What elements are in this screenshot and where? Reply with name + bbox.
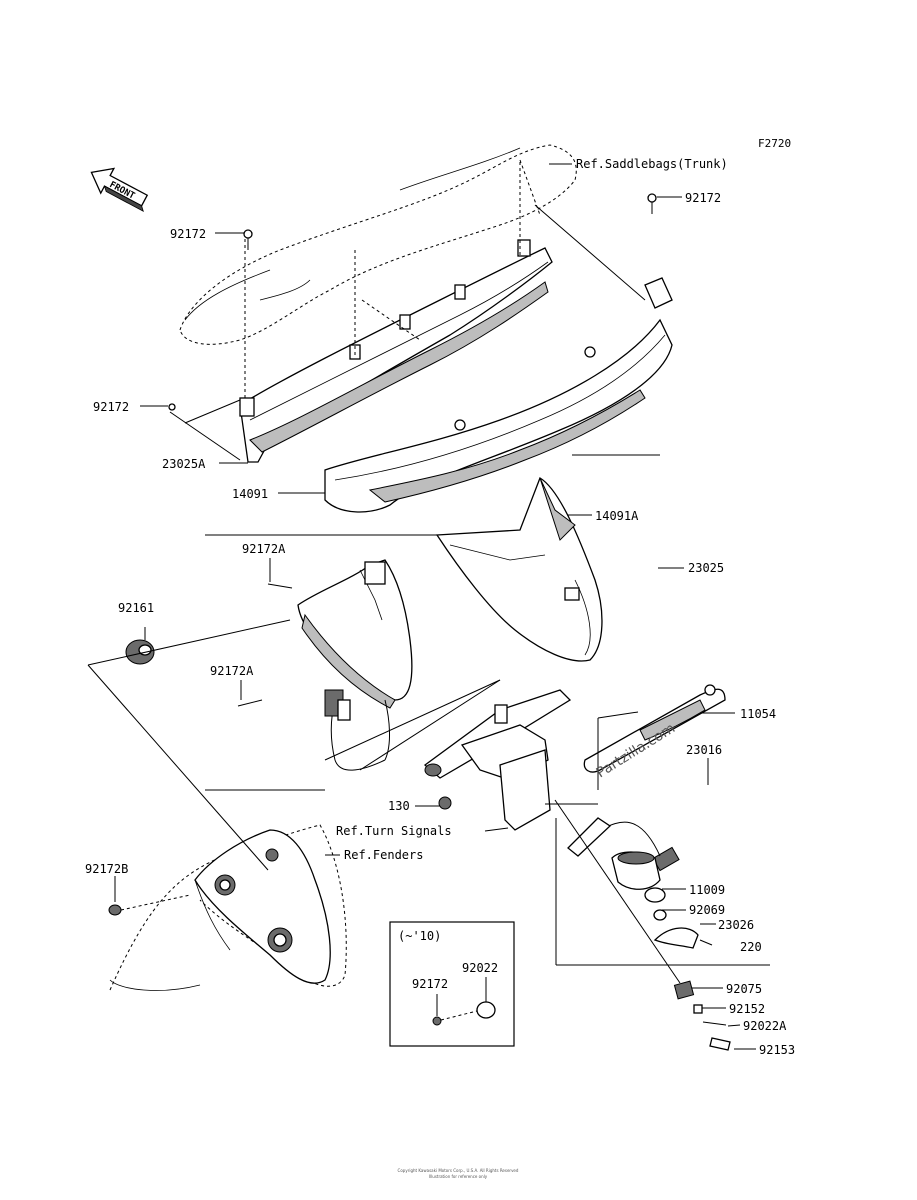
footer-copyright-line1: Copyright Kawasaki Motors Corp., U.S.A. …: [398, 1168, 519, 1173]
lamp-housing-11009: [611, 851, 713, 949]
bolt-92172-inset: [432, 1016, 442, 1026]
callout-92075: 92075: [726, 982, 762, 996]
ref-saddlebags: Ref.Saddlebags(Trunk): [576, 157, 728, 171]
callout-92172-left: 92172: [93, 400, 129, 414]
lens-14091A: [435, 477, 603, 662]
callout-92153: 92153: [759, 1043, 795, 1057]
bolt-92172B: [108, 894, 191, 916]
saddlebag-reference-outline: [179, 144, 577, 345]
lens-14091: [324, 277, 673, 513]
bracket-hardware-lower: [554, 799, 731, 1051]
ref-turn-signals: Ref.Turn Signals: [336, 824, 452, 838]
fender-reference: [109, 824, 347, 991]
washer-92022: [476, 1001, 496, 1019]
callout-130: 130: [388, 799, 410, 813]
callout-92172B: 92172B: [85, 862, 128, 876]
callout-92069: 92069: [689, 903, 725, 917]
bolts-92172: [168, 193, 657, 411]
inset-label-92172: 92172: [412, 977, 448, 991]
ref-fenders: Ref.Fenders: [344, 848, 423, 862]
callout-92172A-top: 92172A: [242, 542, 286, 556]
callout-92172-top-right: 92172: [685, 191, 721, 205]
callout-14091: 14091: [232, 487, 268, 501]
callout-220: 220: [740, 940, 762, 954]
grommet-92161: [125, 639, 155, 665]
footer-copyright-line2: Illustration for reference only: [429, 1174, 488, 1179]
callout-92172-top-left: 92172: [170, 227, 206, 241]
callout-23026: 23026: [718, 918, 754, 932]
plate-bracket-assembly: [297, 559, 413, 709]
callout-11054: 11054: [740, 707, 776, 721]
inset-title: (~'10): [398, 929, 441, 943]
license-bracket-frame: [423, 689, 572, 831]
callout-92161: 92161: [118, 601, 154, 615]
callout-11009: 11009: [689, 883, 725, 897]
callout-23016: 23016: [686, 743, 722, 757]
bolt-92172A-upper: [267, 583, 293, 589]
callout-92172A-bottom: 92172A: [210, 664, 254, 678]
leader-lines: [87, 163, 770, 1050]
figure-code: F2720: [758, 137, 791, 150]
callout-23025A: 23025A: [162, 457, 206, 471]
callout-23025: 23025: [688, 561, 724, 575]
inset-label-92022: 92022: [462, 961, 498, 975]
callout-92022A: 92022A: [743, 1019, 787, 1033]
plate-light-11054: [583, 684, 726, 773]
callout-14091A: 14091A: [595, 509, 639, 523]
callout-92152: 92152: [729, 1002, 765, 1016]
bolt-92172A-lower: [237, 699, 263, 707]
nut-130: [438, 796, 452, 810]
socket-23016: [567, 817, 680, 872]
lower-housing-23025A: [239, 159, 553, 463]
wiring-harness: [324, 689, 390, 771]
front-arrow-icon: FRONT: [90, 167, 149, 213]
inset-box: (~'10) 92022 92172: [389, 921, 515, 1047]
